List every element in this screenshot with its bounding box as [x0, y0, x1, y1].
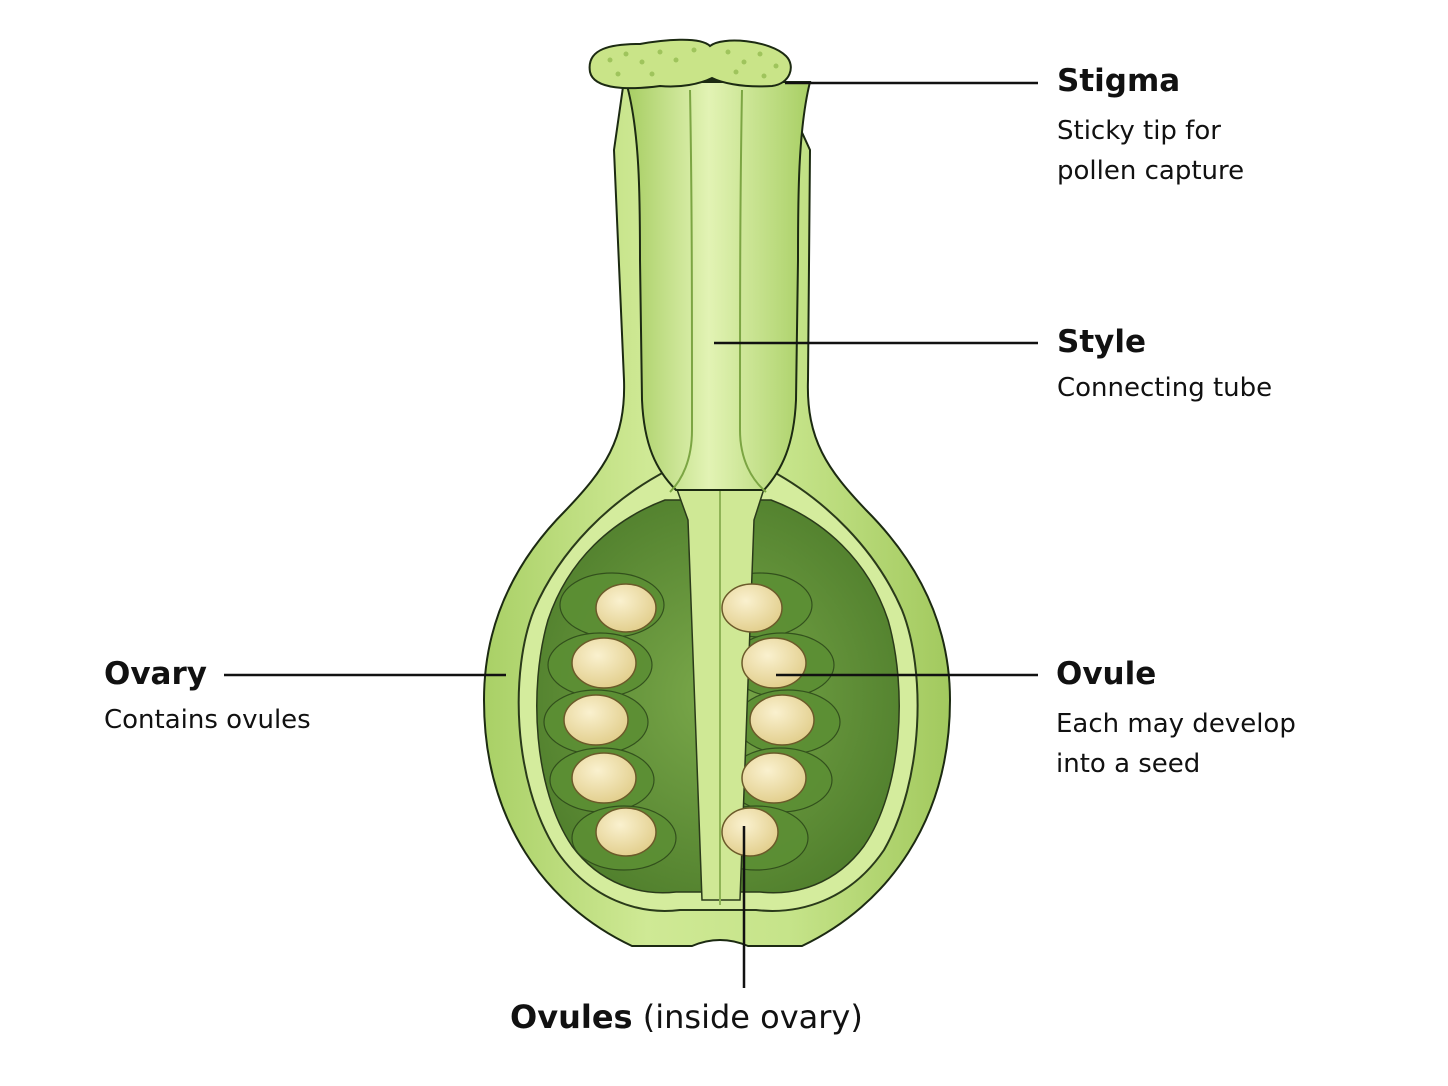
- leader-lines: [224, 81, 1038, 988]
- ovules-left: [563, 583, 657, 857]
- ovule: [741, 752, 807, 804]
- ovules-title: Ovules: [510, 998, 633, 1036]
- style-groove-right: [738, 89, 767, 493]
- style-desc: Connecting tube: [1057, 372, 1273, 403]
- ovule: [721, 807, 779, 857]
- style-tube: [624, 81, 812, 491]
- ovule: [563, 694, 629, 746]
- ovary-label: Ovary Contains ovules: [104, 655, 311, 736]
- style-label: Style Connecting tube: [1057, 323, 1272, 404]
- stigma-texture: [607, 47, 779, 79]
- ovules-note: (inside ovary): [632, 998, 863, 1036]
- ovule-desc: Each may develop into a seed: [1056, 708, 1296, 779]
- ovule: [595, 807, 657, 857]
- ovule: [571, 752, 637, 804]
- ovary-desc: Contains ovules: [104, 704, 311, 735]
- ovule: [741, 637, 807, 689]
- stigma-label: Stigma Sticky tip for pollen capture: [1057, 62, 1244, 191]
- ovule-title: Ovule: [1056, 656, 1157, 692]
- ovule: [595, 583, 657, 633]
- ovary-title: Ovary: [104, 656, 207, 692]
- ovules-caption: Ovules (inside ovary): [510, 997, 863, 1037]
- style-groove-left: [669, 89, 694, 493]
- style-title: Style: [1057, 324, 1147, 360]
- stigma-title: Stigma: [1057, 63, 1181, 99]
- ovule: [571, 637, 637, 689]
- stigma-desc: Sticky tip for pollen capture: [1057, 115, 1245, 186]
- stigma-cap: [588, 38, 792, 90]
- ovule: [721, 583, 783, 633]
- ovule: [749, 694, 815, 746]
- ovule-label: Ovule Each may develop into a seed: [1056, 655, 1296, 784]
